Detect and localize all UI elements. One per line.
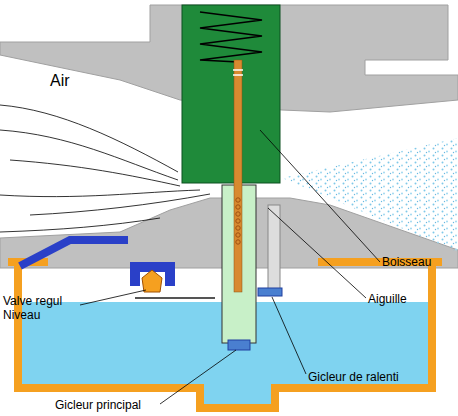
emulsion-holes: [236, 198, 240, 244]
idle-jet: [258, 288, 282, 296]
air-flow-lines: [0, 105, 210, 232]
jet-needle: [234, 60, 242, 292]
flow-label: Air: [50, 74, 110, 88]
float-lever: [135, 297, 215, 299]
part-label: Gicleur principal: [55, 398, 195, 412]
needle-clip: [233, 69, 243, 71]
part-label: Aiguille: [368, 292, 448, 306]
slide-spring: [200, 12, 262, 62]
float-needle: [142, 270, 162, 292]
part-label: Boisseau: [382, 255, 456, 269]
needle-clip: [233, 74, 243, 76]
slide-boisseau: [182, 5, 280, 183]
part-label: Gicleur de ralenti: [308, 370, 456, 384]
part-label: Valve regul Niveau: [3, 294, 79, 322]
fuel-inlet-pipe: [20, 240, 128, 266]
leader-lines: [80, 130, 380, 404]
idle-tube: [268, 205, 280, 293]
fuel-spray: [282, 138, 458, 252]
main-jet: [228, 340, 250, 350]
